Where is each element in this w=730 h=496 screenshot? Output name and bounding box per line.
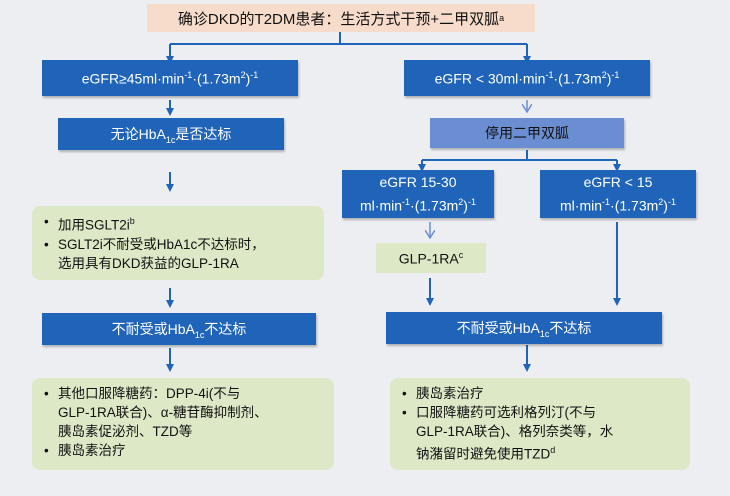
hba1c-any-box: 无论HbA1c是否达标 — [58, 118, 284, 150]
stop-metformin-label: 停用二甲双胍 — [485, 125, 569, 141]
left-treatment-box-2: 其他口服降糖药：DPP-4i(不与GLP-1RA联合)、α-糖苷酶抑制剂、胰岛素… — [32, 378, 334, 470]
egfr-lt15-line1: eGFR < 15 — [583, 174, 653, 191]
glp1ra-label: GLP-1RAc — [398, 249, 464, 267]
list-item: SGLT2i不耐受或HbA1c不达标时，选用具有DKD获益的GLP-1RA — [44, 235, 312, 273]
list-item: 口服降糖药可选利格列汀(不与GLP-1RA联合)、格列奈类等，水钠潴留时避免使用… — [402, 403, 678, 464]
egfr-15-30-box: eGFR 15-30 ml·min-1·(1.73m2)-1 — [342, 170, 494, 218]
left-treatment-box-1: 加用SGLT2ib SGLT2i不耐受或HbA1c不达标时，选用具有DKD获益的… — [32, 206, 324, 280]
list-item: 加用SGLT2ib — [44, 212, 312, 235]
egfr-15-30-line2: ml·min-1·(1.73m2)-1 — [360, 197, 476, 214]
list-item: 胰岛素治疗 — [402, 384, 678, 403]
glp1ra-box: GLP-1RAc — [376, 243, 486, 273]
egfr-15-30-line1: eGFR 15-30 — [379, 174, 457, 191]
list-item: 胰岛素治疗 — [44, 441, 322, 460]
egfr-lt30-box: eGFR < 30ml·min-1·(1.73m2)-1 — [404, 60, 650, 96]
title-text: 确诊DKD的T2DM患者：生活方式干预+二甲双胍 — [177, 10, 500, 28]
left-intolerant-box: 不耐受或HbA1c不达标 — [42, 313, 316, 345]
egfr-ge45-label: eGFR≥45ml·min-1·(1.73m2)-1 — [81, 69, 259, 87]
title-footnote: a — [499, 13, 505, 23]
egfr-lt15-box: eGFR < 15 ml·min-1·(1.73m2)-1 — [540, 170, 696, 218]
right-intolerant-label: 不耐受或HbA1c不达标 — [456, 319, 592, 339]
list-item: 其他口服降糖药：DPP-4i(不与GLP-1RA联合)、α-糖苷酶抑制剂、胰岛素… — [44, 384, 322, 441]
egfr-lt15-line2: ml·min-1·(1.73m2)-1 — [560, 197, 676, 214]
right-treatment-box: 胰岛素治疗 口服降糖药可选利格列汀(不与GLP-1RA联合)、格列奈类等，水钠潴… — [390, 378, 690, 470]
stop-metformin-box: 停用二甲双胍 — [430, 118, 624, 148]
egfr-ge45-box: eGFR≥45ml·min-1·(1.73m2)-1 — [42, 60, 298, 96]
left-intolerant-label: 不耐受或HbA1c不达标 — [111, 320, 247, 340]
hba1c-any-label: 无论HbA1c是否达标 — [110, 125, 232, 145]
right-intolerant-box: 不耐受或HbA1c不达标 — [386, 312, 662, 344]
egfr-lt30-label: eGFR < 30ml·min-1·(1.73m2)-1 — [434, 69, 620, 87]
